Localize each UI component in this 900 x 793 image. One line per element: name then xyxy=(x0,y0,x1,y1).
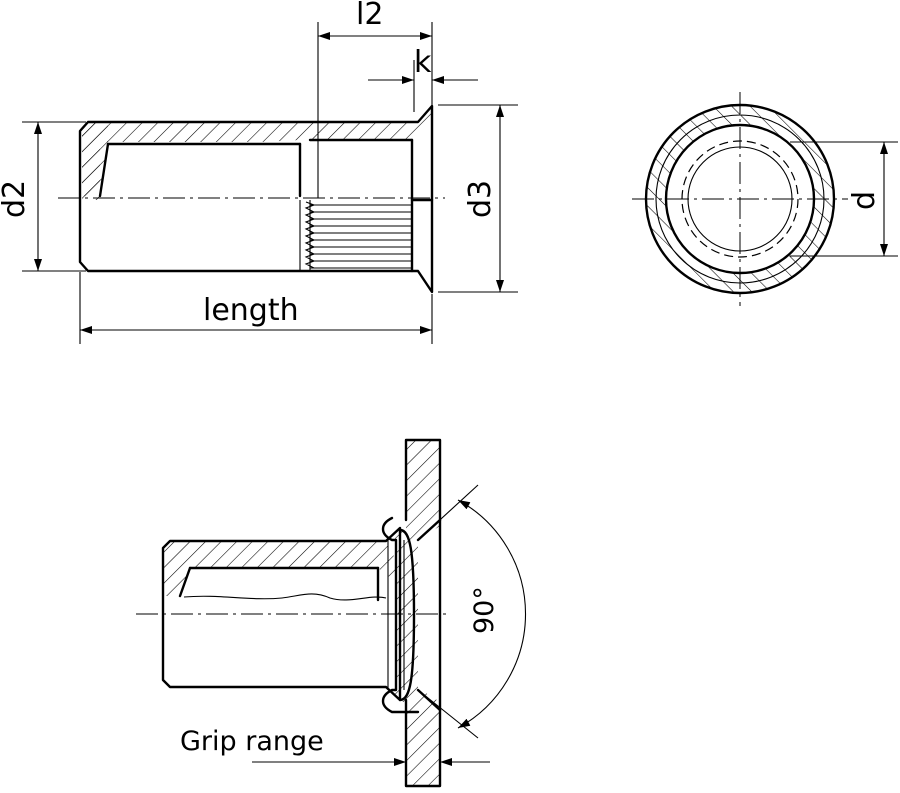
side-section-view: l2 k d2 d3 length xyxy=(0,0,518,344)
installed-bore-left xyxy=(178,566,192,598)
bore-clear xyxy=(100,142,310,200)
angle-arc xyxy=(457,499,527,729)
label-d2: d2 xyxy=(0,180,32,218)
label-grip-range: Grip range xyxy=(180,726,324,757)
sheet-plate-outline xyxy=(404,438,442,788)
bulge-inner xyxy=(398,528,416,702)
label-k: k xyxy=(414,45,432,80)
bulge-outline xyxy=(381,516,420,714)
label-d3: d3 xyxy=(463,180,498,218)
label-angle: 90° xyxy=(469,586,500,634)
upper-wall-hatch xyxy=(82,106,432,200)
thread-lines xyxy=(299,200,412,271)
sheet-plate xyxy=(395,440,440,786)
label-d: d xyxy=(847,191,882,210)
installed-view: 90° Grip range xyxy=(136,438,527,788)
installed-body-outline xyxy=(161,526,402,702)
label-l2: l2 xyxy=(356,0,383,32)
bore-left-edge xyxy=(98,142,110,198)
installed-wall-hatch xyxy=(163,541,396,596)
body-outline xyxy=(78,104,434,294)
angle-ext-upper xyxy=(417,484,479,541)
label-length: length xyxy=(203,293,299,328)
installed-head xyxy=(416,518,442,712)
end-view: d xyxy=(632,92,898,306)
left-wall-hatch xyxy=(82,122,108,196)
break-line xyxy=(183,593,387,601)
angle-ext-lower xyxy=(417,689,479,739)
